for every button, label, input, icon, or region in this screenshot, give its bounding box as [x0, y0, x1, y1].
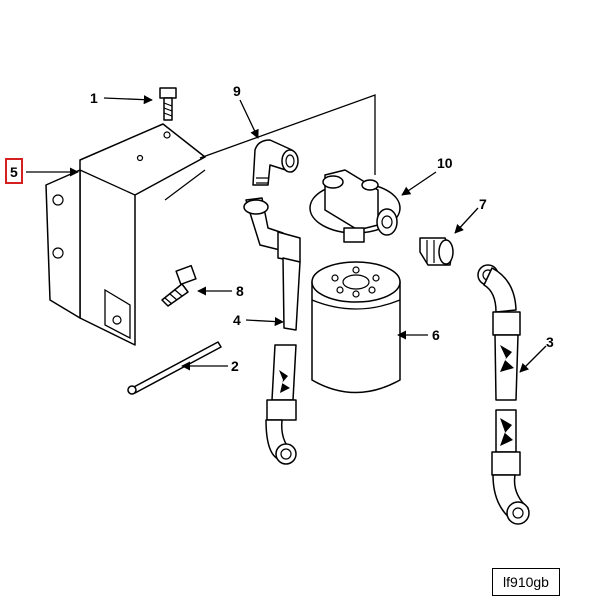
figure-id-label: lf910gb	[492, 568, 560, 596]
leader-3	[519, 345, 547, 373]
callout-2: 2	[231, 358, 239, 374]
hex-bolt	[161, 264, 197, 307]
callout-10: 10	[437, 155, 453, 171]
bolt	[159, 87, 177, 121]
leader-10	[401, 171, 437, 196]
cable-tie	[127, 341, 222, 395]
left-hose	[243, 197, 301, 465]
callout-1: 1	[90, 90, 98, 106]
elbow-fitting	[252, 139, 299, 186]
leader-1	[103, 95, 153, 105]
callout-9: 9	[233, 83, 241, 99]
leader-4	[245, 317, 284, 327]
highlight-box-callout-5	[5, 158, 23, 184]
callout-7: 7	[479, 196, 487, 212]
leader-9	[239, 99, 259, 139]
callout-8: 8	[236, 283, 244, 299]
leader-7	[454, 207, 479, 234]
fuel-filter	[311, 261, 401, 394]
callout-3: 3	[546, 334, 554, 350]
filter-head	[309, 169, 401, 243]
callout-4: 4	[233, 312, 241, 328]
callout-5: 5	[10, 164, 18, 180]
connector-fitting	[419, 237, 454, 266]
right-hose	[477, 264, 530, 525]
callout-6: 6	[432, 327, 440, 343]
mounting-bracket	[45, 123, 206, 346]
